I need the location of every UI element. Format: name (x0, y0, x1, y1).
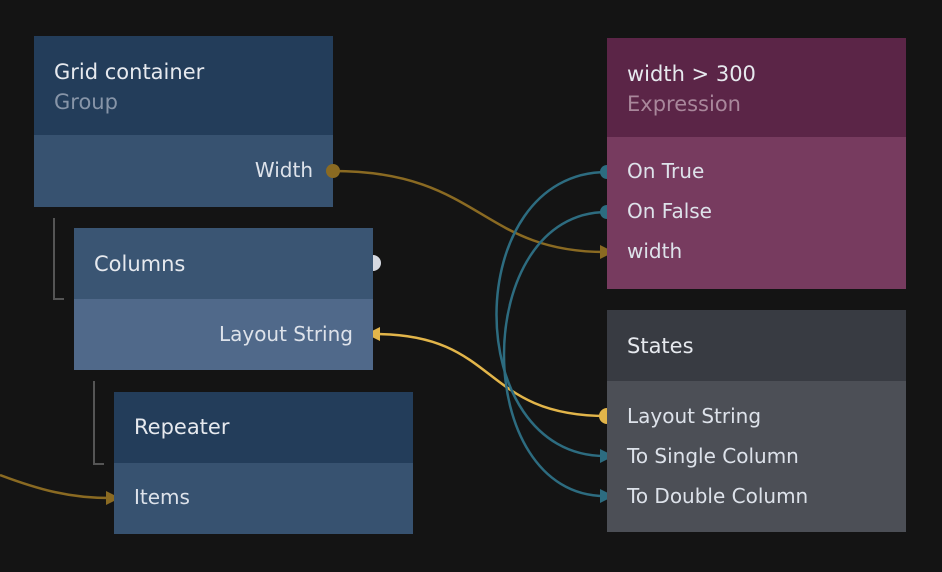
wire-on-false-to-double (502, 210, 608, 498)
node-title: States (627, 334, 694, 358)
arrow-items-in (106, 491, 120, 505)
node-title: Grid container (54, 60, 205, 84)
wire-external-to-items (0, 473, 111, 500)
port-on-false[interactable]: On False (627, 199, 712, 223)
node-repeater[interactable]: Repeater Items (114, 392, 413, 534)
node-type: Expression (627, 92, 741, 116)
port-layout-string-output[interactable]: Layout String (627, 404, 762, 428)
port-items[interactable]: Items (134, 485, 190, 509)
node-states[interactable]: States Layout String To Single Column To… (607, 310, 906, 532)
node-type: Group (54, 90, 118, 114)
wire-on-true-to-single (495, 170, 608, 458)
port-width[interactable]: Width (254, 158, 313, 182)
port-to-double-column[interactable]: To Double Column (627, 484, 809, 508)
node-expression[interactable]: width > 300 Expression On True On False … (607, 38, 906, 289)
node-grid-container[interactable]: Grid container Group Width (34, 36, 333, 207)
port-layout-string[interactable]: Layout String (218, 322, 353, 346)
hierarchy-bracket (93, 381, 104, 465)
arrow-layout-string-in (366, 327, 380, 341)
wire-width-to-expression (332, 169, 606, 254)
port-to-single-column[interactable]: To Single Column (627, 444, 799, 468)
node-title: Columns (94, 252, 186, 276)
node-title: Repeater (134, 415, 230, 439)
hierarchy-bracket (53, 218, 64, 300)
port-width-input[interactable]: width (627, 239, 683, 263)
port-on-true[interactable]: On True (627, 159, 705, 183)
wire-layout-string (374, 332, 608, 418)
node-title: width > 300 (627, 62, 756, 86)
node-columns[interactable]: Columns Layout String (74, 228, 373, 370)
